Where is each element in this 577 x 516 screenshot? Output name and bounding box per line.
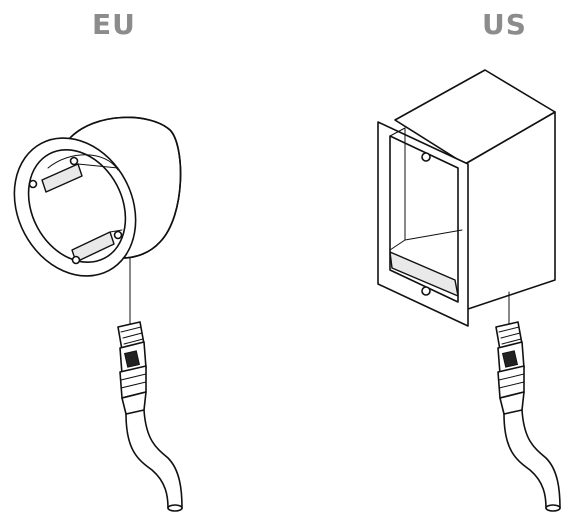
us-label: US bbox=[482, 8, 527, 41]
screw-hole-icon bbox=[28, 179, 38, 189]
screw-hole-icon bbox=[421, 286, 431, 296]
us-rj45-connector bbox=[495, 321, 525, 415]
screw-hole-icon bbox=[113, 230, 123, 240]
eu-rj45-connector bbox=[117, 321, 147, 415]
us-cable-end bbox=[545, 504, 561, 512]
eu-round-backbox bbox=[13, 116, 182, 277]
screw-hole-icon bbox=[69, 156, 79, 166]
eu-label: EU bbox=[92, 8, 136, 41]
screw-hole-icon bbox=[421, 152, 431, 162]
eu-cable-end bbox=[167, 504, 183, 512]
us-rect-backbox bbox=[377, 69, 556, 327]
screw-hole-icon bbox=[71, 255, 81, 265]
